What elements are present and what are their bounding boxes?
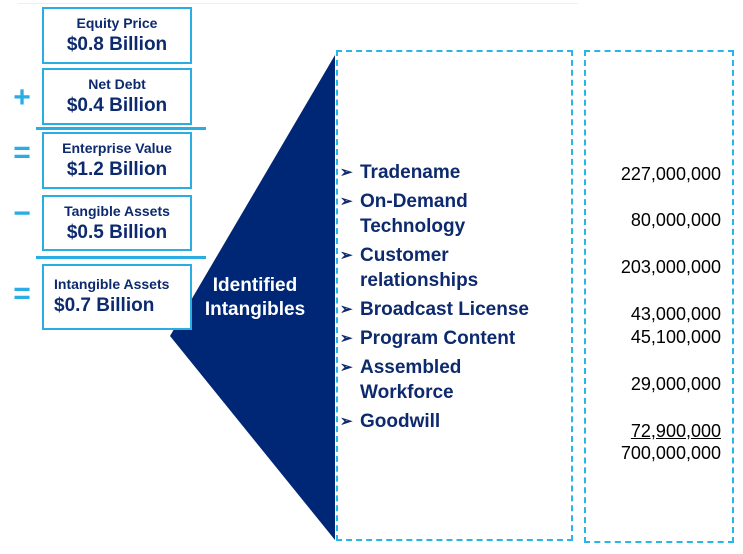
minus-icon: − [13, 197, 31, 230]
total-value: 700,000,000 [620, 443, 721, 463]
value-cell: 227,000,000 [620, 164, 721, 184]
enterprise-value-box: Enterprise Value $1.2 Billion [42, 132, 192, 189]
item-name: Program Content [360, 328, 516, 349]
box-label: Equity Price [76, 15, 158, 31]
net-debt-box: Net Debt $0.4 Billion [42, 68, 192, 125]
arrow-bullet-icon: ➢ [340, 247, 353, 264]
equals-icon: = [13, 277, 31, 310]
box-value: $1.2 Billion [66, 159, 168, 180]
sum-line [36, 127, 206, 130]
value-cell: 72,900,000 [630, 421, 721, 441]
item-name: Customer relationships [360, 245, 479, 291]
arrow-bullet-icon: ➢ [340, 359, 353, 376]
intangible-assets-box: Intangible Assets $0.7 Billion [42, 264, 192, 330]
box-label: Intangible Assets [54, 276, 170, 292]
arrow-bullet-icon: ➢ [340, 413, 353, 430]
arrow-bullet-icon: ➢ [340, 164, 353, 181]
equity-price-box: Equity Price $0.8 Billion [42, 7, 192, 64]
tangible-assets-box: Tangible Assets $0.5 Billion [42, 195, 192, 251]
value-cell: 29,000,000 [630, 374, 721, 394]
identified-intangibles-label: Identified Intangibles [204, 275, 306, 320]
box-label: Enterprise Value [62, 140, 172, 156]
equals-icon: = [13, 136, 31, 169]
value-cell: 80,000,000 [630, 210, 721, 230]
item-name: Tradename [360, 162, 461, 183]
value-cell: 203,000,000 [620, 257, 721, 277]
box-value: $0.4 Billion [66, 95, 168, 116]
item-name: Goodwill [360, 411, 441, 432]
item-name: Assembled Workforce [360, 357, 462, 403]
item-name: On-Demand Technology [360, 191, 468, 237]
value-cell: 43,000,000 [630, 304, 721, 324]
difference-line [36, 256, 206, 259]
arrow-bullet-icon: ➢ [340, 330, 353, 347]
item-name: Broadcast License [360, 299, 529, 320]
box-value: $0.8 Billion [66, 34, 168, 55]
box-label: Tangible Assets [64, 203, 170, 219]
box-value: $0.5 Billion [66, 222, 168, 243]
plus-icon: + [13, 81, 31, 114]
values-panel [584, 50, 734, 543]
top-divider [18, 3, 578, 4]
arrow-bullet-icon: ➢ [340, 301, 353, 318]
intangibles-list-panel [336, 50, 573, 541]
arrow-bullet-icon: ➢ [340, 193, 353, 210]
box-label: Net Debt [88, 76, 146, 92]
box-value: $0.7 Billion [54, 295, 155, 316]
value-cell: 45,100,000 [630, 327, 721, 347]
